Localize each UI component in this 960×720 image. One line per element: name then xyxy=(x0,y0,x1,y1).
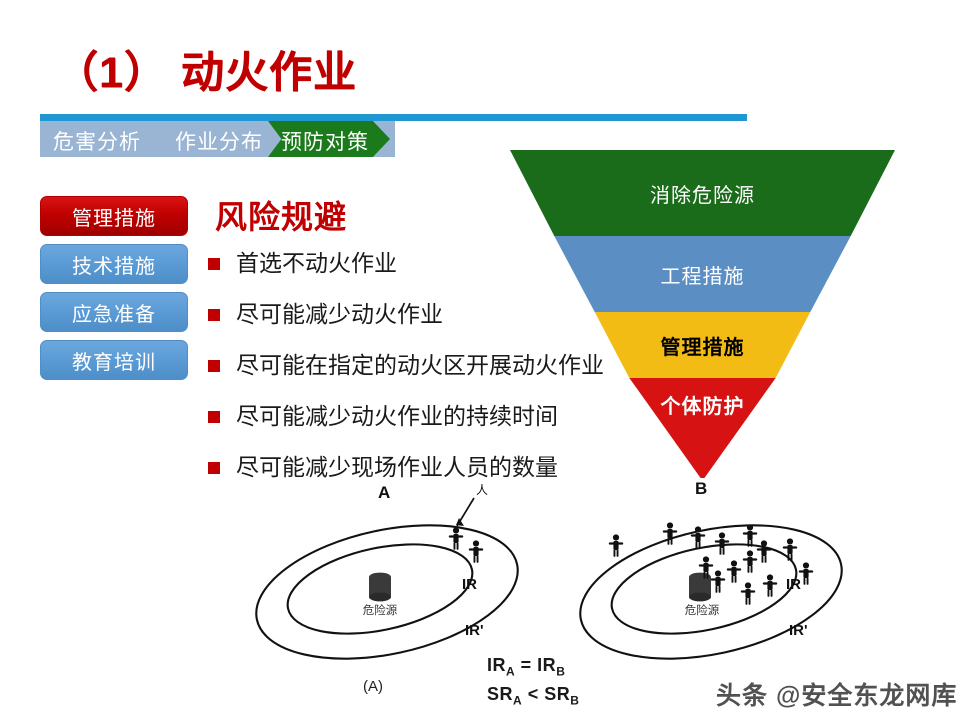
pyramid-layer-management-measures: 管理措施 xyxy=(594,312,811,378)
square-bullet-icon xyxy=(208,360,220,372)
sidebar-item-label: 管理措施 xyxy=(72,207,156,230)
bullet-list: 首选不动火作业 尽可能减少动火作业 尽可能在指定的动火区开展动火作业 尽可能减少… xyxy=(208,248,638,503)
sidebar-item-management-measures[interactable]: 管理措施 xyxy=(40,196,188,236)
square-bullet-icon xyxy=(208,258,220,270)
pyramid-layer-label: 个体防护 xyxy=(660,396,745,418)
list-item: 尽可能在指定的动火区开展动火作业 xyxy=(208,350,638,401)
square-bullet-icon xyxy=(208,411,220,423)
pyramid-layer-engineering-measures: 工程措施 xyxy=(554,236,851,312)
hazard-source-icon-b xyxy=(689,572,711,602)
group-b: 危险源 xyxy=(579,522,843,660)
formula-line-ir: IRA = IRB xyxy=(487,655,566,679)
hazard-source-icon-a xyxy=(369,572,391,602)
watermark: 头条 @安全东龙网库 xyxy=(716,682,958,710)
list-item-label: 尽可能减少动火作业 xyxy=(236,301,443,327)
list-item-label: 尽可能在指定的动火区开展动火作业 xyxy=(236,352,604,378)
pyramid-tip-label: B xyxy=(695,479,708,498)
sidebar-item-emergency-preparedness[interactable]: 应急准备 xyxy=(40,292,188,332)
tab-active-chevron[interactable] xyxy=(268,121,390,157)
outer-ring-a xyxy=(255,524,519,660)
list-item: 首选不动火作业 xyxy=(208,248,638,299)
inverted-pyramid-diagram: 消除危险源 工程措施 管理措施 个体防护 xyxy=(510,150,895,478)
hazard-source-label-b: 危险源 xyxy=(685,603,720,617)
formula-line-sr: SRA < SRB xyxy=(487,683,580,708)
list-item: 尽可能减少现场作业人员的数量 xyxy=(208,452,638,503)
square-bullet-icon xyxy=(208,462,220,474)
inner-ring-label-a: IR xyxy=(462,576,477,593)
section-heading: 风险规避 xyxy=(215,199,348,235)
square-bullet-icon xyxy=(208,309,220,321)
inner-ring-a xyxy=(286,543,474,635)
ir-diagram-svg: A 危险源 人 xyxy=(255,483,843,660)
sidebar-item-education-training[interactable]: 教育培训 xyxy=(40,340,188,380)
tab-prevention-measures[interactable]: 预防对策 xyxy=(281,131,369,154)
sidebar-item-label: 应急准备 xyxy=(72,303,156,326)
formula-block: IRA = IRB SRA < SRB xyxy=(487,654,579,711)
person-callout-arrowhead-a xyxy=(456,518,464,526)
ir-comparison-diagram: A 危险源 人 xyxy=(250,482,950,712)
list-item-label: 尽可能减少现场作业人员的数量 xyxy=(236,454,558,480)
list-item-label: 尽可能减少动火作业的持续时间 xyxy=(236,403,558,429)
pyramid-layer-personal-protection: 个体防护 xyxy=(629,378,776,478)
group-a: A 危险源 人 xyxy=(255,483,519,660)
pyramid-layer-eliminate-hazard: 消除危险源 xyxy=(510,150,895,236)
sidebar-item-technical-measures[interactable]: 技术措施 xyxy=(40,244,188,284)
tab-work-distribution[interactable]: 作业分布 xyxy=(175,131,263,154)
sidebar-item-label: 技术措施 xyxy=(72,255,156,278)
sidebar-item-label: 教育培训 xyxy=(72,351,156,374)
list-item: 尽可能减少动火作业的持续时间 xyxy=(208,401,638,452)
diagram-caption-a: (A) xyxy=(363,678,383,695)
list-item-label: 首选不动火作业 xyxy=(236,250,397,276)
hazard-source-label-a: 危险源 xyxy=(363,603,398,617)
tab-hazard-analysis[interactable]: 危害分析 xyxy=(53,131,141,154)
pyramid-layer-label: 工程措施 xyxy=(660,265,745,288)
inner-ring-label-b: IR xyxy=(786,576,801,593)
group-a-title: A xyxy=(378,483,390,502)
pyramid-layer-label: 消除危险源 xyxy=(650,184,755,207)
outer-ring-label-b: IR' xyxy=(789,622,808,639)
list-item: 尽可能减少动火作业 xyxy=(208,299,638,350)
outer-ring-label-a: IR' xyxy=(465,622,484,639)
page-title: （1） 动火作业 xyxy=(55,49,357,97)
inner-ring-b xyxy=(610,543,798,635)
tabbar-accent-line xyxy=(40,114,747,121)
person-callout-label-a: 人 xyxy=(476,483,488,497)
pyramid-layer-label: 管理措施 xyxy=(660,336,745,359)
